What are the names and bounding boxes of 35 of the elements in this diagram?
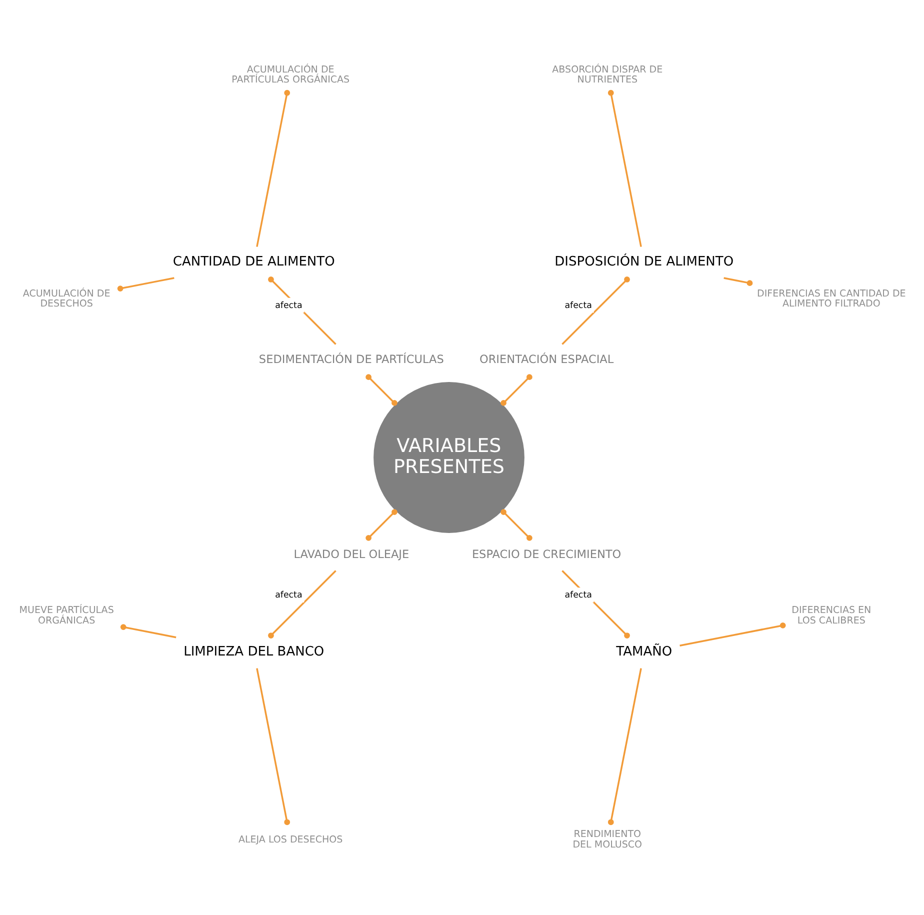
node-text: DIFERENCIAS EN LOS CALIBRES (792, 605, 872, 627)
node-text: LIMPIEZA DEL BANCO (184, 644, 324, 660)
node-text: ACUMULACIÓN DE PARTÍCULAS ORGÁNICAS (232, 64, 350, 86)
connector (268, 570, 336, 638)
node-text: TAMAÑO (616, 644, 672, 660)
node-text: RENDIMIENTO DEL MOLUSCO (572, 829, 642, 851)
node-text: LAVADO DEL OLEAJE (294, 548, 410, 562)
edge-label: afecta (564, 590, 592, 601)
connector (366, 509, 398, 541)
connector (117, 277, 174, 292)
connector (120, 624, 176, 638)
edge-label: afecta (275, 590, 302, 601)
node-circle: VARIABLES PRESENTES (374, 382, 524, 533)
connector (500, 374, 532, 406)
node-text: ALEJA LOS DESECHOS (238, 834, 343, 846)
connector (724, 277, 753, 286)
connector (268, 276, 336, 345)
connector (608, 90, 642, 247)
connector (680, 622, 786, 646)
node-text: MUEVE PARTÍCULAS ORGÁNICAS (19, 605, 114, 627)
node-text: CANTIDAD DE ALIMENTO (172, 254, 335, 270)
connector (256, 90, 290, 247)
edge-label: afecta (275, 300, 302, 311)
node-text: SEDIMENTACIÓN DE PARTÍCULAS (258, 352, 444, 366)
node-text: ESPACIO DE CRECIMIENTO (472, 548, 622, 562)
edge-label: afecta (564, 300, 592, 311)
node-text: DIFERENCIAS EN CANTIDAD DE ALIMENTO FILTRADO (757, 288, 906, 310)
connector (366, 374, 398, 406)
node-text: ORIENTACIÓN ESPACIAL (479, 352, 614, 366)
node-text: ACUMULACIÓN DE DESECHOS (22, 288, 110, 310)
connector (608, 668, 642, 826)
node-text: ABSORCIÓN DISPAR DE NUTRIENTES (552, 64, 663, 86)
node-text: DISPOSICIÓN DE ALIMENTO (554, 254, 734, 270)
connector (256, 668, 290, 826)
connector (500, 509, 532, 541)
